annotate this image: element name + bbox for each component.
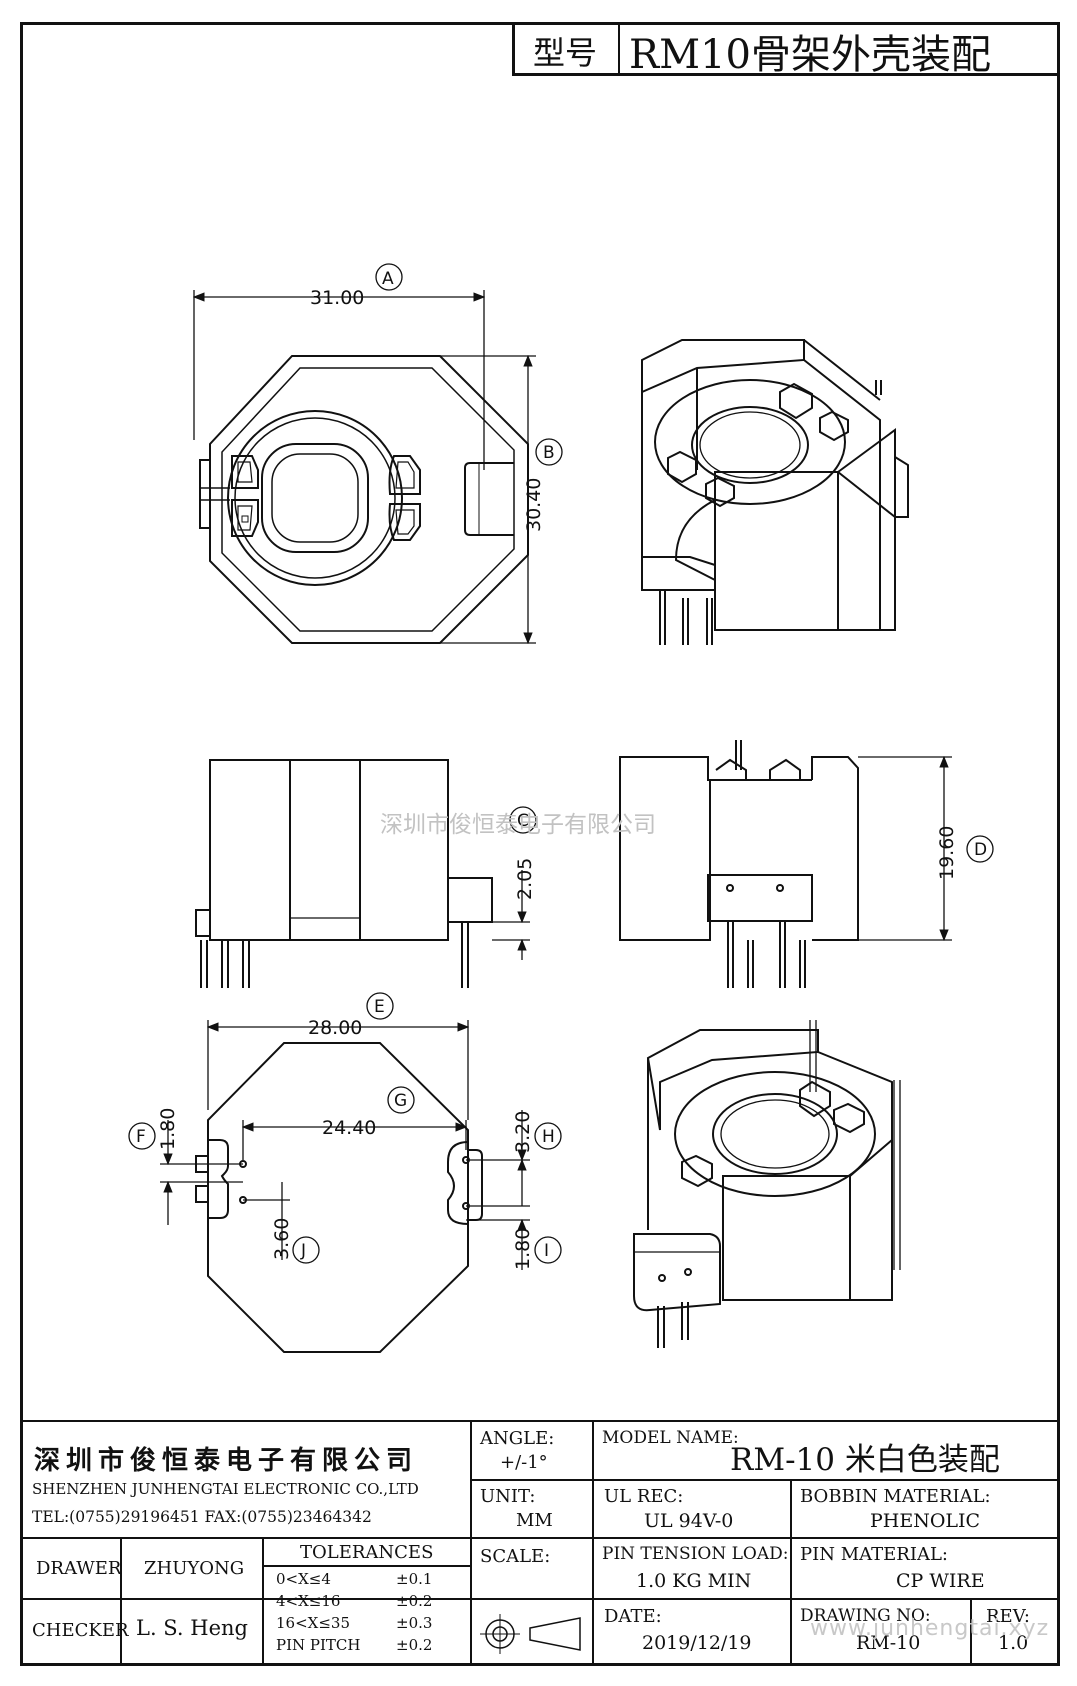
tol-row-3-tol: ±0.3 xyxy=(396,1614,433,1632)
pin-material-value: CP WIRE xyxy=(896,1570,985,1592)
checker-value: L. S. Heng xyxy=(136,1616,248,1640)
pin-tension-value: 1.0 KG MIN xyxy=(636,1570,752,1592)
scale-label: SCALE: xyxy=(480,1546,551,1567)
unit-value: MM xyxy=(516,1510,553,1531)
dim-c-tag: C xyxy=(517,811,529,831)
unit-label: UNIT: xyxy=(480,1486,536,1507)
dim-b-value: 30.40 xyxy=(523,478,545,532)
company-contact: TEL:(0755)29196451 FAX:(0755)23464342 xyxy=(32,1508,372,1526)
bobbin-material-value: PHENOLIC xyxy=(870,1510,981,1532)
drawing-no-value: RM-10 xyxy=(856,1632,921,1654)
side-view-right xyxy=(619,740,859,988)
title-header: 型号 RM10骨架外壳装配 xyxy=(512,22,1060,78)
tol-row-2-range: 4<X≤16 xyxy=(276,1592,341,1610)
dim-a-value: 31.00 xyxy=(310,287,364,309)
dim-j-tag: J xyxy=(300,1241,306,1261)
tol-row-4-tol: ±0.2 xyxy=(396,1636,433,1654)
model-name-label: MODEL NAME: xyxy=(602,1428,739,1448)
angle-value: +/-1° xyxy=(500,1452,548,1473)
dim-c-value: 2.05 xyxy=(514,858,536,900)
iso-view-top xyxy=(641,339,909,645)
drawing-no-label: DRAWING NO: xyxy=(800,1606,931,1626)
bobbin-material-label: BOBBIN MATERIAL: xyxy=(800,1486,991,1507)
projection-symbol xyxy=(480,1614,581,1654)
pin-tension-label: PIN TENSION LOAD: xyxy=(602,1544,789,1564)
tol-row-1-range: 0<X≤4 xyxy=(276,1570,331,1588)
dim-e-value: 28.00 xyxy=(308,1017,362,1039)
dim-h-tag: H xyxy=(542,1127,555,1147)
date-value: 2019/12/19 xyxy=(642,1632,752,1654)
dim-d-value: 19.60 xyxy=(936,826,958,880)
drawer-label: DRAWER xyxy=(36,1558,122,1579)
dim-i-value: 1.80 xyxy=(512,1228,534,1270)
drawing-title: RM10骨架外壳装配 xyxy=(629,32,991,78)
model-label: 型号 xyxy=(533,34,598,72)
dim-h-value: 3.20 xyxy=(512,1111,534,1153)
checker-label: CHECKER xyxy=(32,1620,129,1641)
watermark-corner: www.junhengtai.xyz xyxy=(810,1616,1050,1641)
dim-e-tag: E xyxy=(374,997,385,1017)
dim-g-tag: G xyxy=(394,1091,407,1111)
model-name-value: RM-10 米白色装配 xyxy=(730,1442,1000,1478)
technical-drawing: 31.00 A 30.40 B xyxy=(128,263,994,1353)
rev-label: REV: xyxy=(986,1606,1030,1627)
iso-view-bottom xyxy=(633,1020,901,1348)
ul-rec-value: UL 94V-0 xyxy=(644,1510,734,1532)
rev-value: 1.0 xyxy=(998,1632,1029,1654)
watermark-center: 深圳市俊恒泰电子有限公司 xyxy=(380,812,656,838)
title-block: 深圳市俊恒泰电子有限公司 SHENZHEN JUNHENGTAI ELECTRO… xyxy=(20,1420,1060,1666)
date-label: DATE: xyxy=(604,1606,662,1627)
side-view-left xyxy=(195,759,493,988)
tolerances-label: TOLERANCES xyxy=(300,1542,434,1563)
pin-material-label: PIN MATERIAL: xyxy=(800,1544,948,1565)
drawing-frame xyxy=(20,22,1060,1666)
tol-row-1-tol: ±0.1 xyxy=(396,1570,433,1588)
dim-i-tag: I xyxy=(544,1241,549,1261)
dim-b-tag: B xyxy=(543,443,555,463)
tol-row-4-range: PIN PITCH xyxy=(276,1636,361,1654)
bottom-view xyxy=(195,1042,483,1353)
company-name-cn: 深圳市俊恒泰电子有限公司 xyxy=(34,1446,419,1476)
dim-f-value: 1.80 xyxy=(157,1108,179,1150)
dim-a-tag: A xyxy=(382,269,394,289)
company-name-en: SHENZHEN JUNHENGTAI ELECTRONIC CO.,LTD xyxy=(32,1480,419,1498)
ul-rec-label: UL REC: xyxy=(604,1486,684,1507)
angle-label: ANGLE: xyxy=(480,1428,555,1449)
dim-f-tag: F xyxy=(136,1127,146,1147)
dim-g-value: 24.40 xyxy=(322,1117,376,1139)
top-view xyxy=(199,355,529,644)
tol-row-2-tol: ±0.2 xyxy=(396,1592,433,1610)
dim-j-value: 3.60 xyxy=(271,1218,293,1260)
drawer-value: ZHUYONG xyxy=(144,1558,245,1579)
dim-d-tag: D xyxy=(974,840,987,860)
tol-row-3-range: 16<X≤35 xyxy=(276,1614,350,1632)
